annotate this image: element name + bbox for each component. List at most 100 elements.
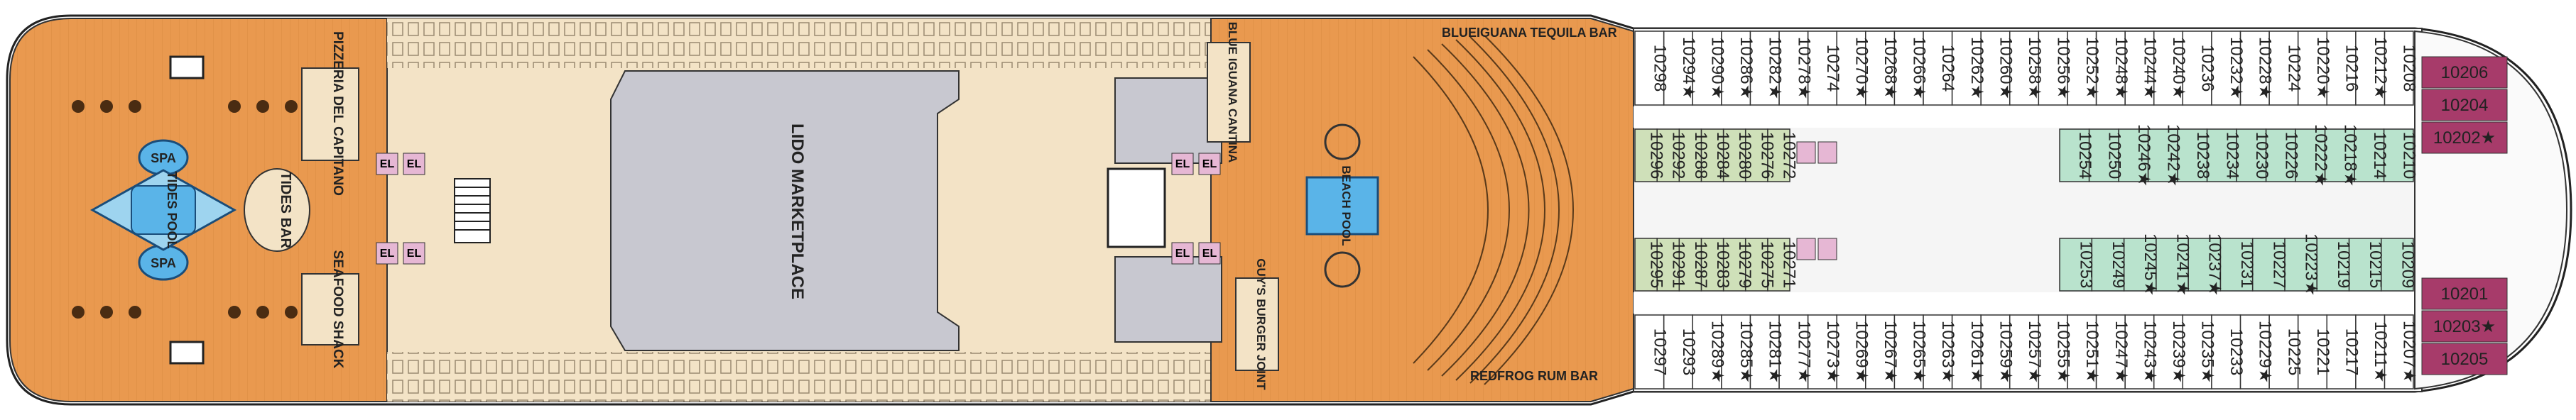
cabin[interactable] bbox=[2316, 238, 2350, 292]
cabin[interactable] bbox=[2118, 128, 2149, 182]
cabin[interactable] bbox=[2038, 31, 2068, 106]
spa-bottom[interactable]: SPA bbox=[138, 244, 189, 281]
cabin[interactable] bbox=[1767, 238, 1790, 292]
cabin[interactable] bbox=[1678, 238, 1702, 292]
cabin[interactable] bbox=[1721, 314, 1751, 389]
cabin[interactable] bbox=[1778, 314, 1809, 389]
cabin[interactable] bbox=[2348, 238, 2382, 292]
cabin-number: 10209 bbox=[2398, 241, 2417, 289]
cabin[interactable] bbox=[1634, 314, 1665, 389]
fwd-elevators[interactable]: EL EL EL EL bbox=[1171, 153, 1221, 265]
cabin[interactable] bbox=[2009, 314, 2040, 389]
cabin[interactable] bbox=[1656, 238, 1680, 292]
pizzeria[interactable]: PIZZERIA DEL CAPITANO bbox=[301, 31, 359, 196]
cabin[interactable] bbox=[2095, 314, 2126, 389]
suite[interactable] bbox=[2421, 277, 2508, 310]
cabin[interactable] bbox=[2297, 31, 2327, 106]
cabin[interactable] bbox=[2038, 314, 2068, 389]
seafood-shack[interactable]: SEAFOOD SHACK bbox=[301, 250, 359, 369]
cabin[interactable] bbox=[1864, 314, 1896, 389]
beach-pool[interactable]: BEACH POOL bbox=[1305, 165, 1379, 246]
spa-top[interactable]: SPA bbox=[138, 139, 189, 176]
cabin[interactable] bbox=[2091, 238, 2125, 292]
cabin[interactable] bbox=[2067, 314, 2097, 389]
cabin[interactable] bbox=[1656, 128, 1680, 182]
cabin[interactable] bbox=[1692, 314, 1722, 389]
cabin[interactable] bbox=[2067, 31, 2097, 106]
aft-elevators[interactable]: EL EL EL EL bbox=[376, 153, 425, 265]
cabin[interactable] bbox=[2384, 31, 2414, 106]
tides-bar[interactable]: TIDES BAR bbox=[244, 168, 310, 252]
cabin[interactable] bbox=[1634, 238, 1658, 292]
cabin[interactable] bbox=[1980, 314, 2011, 389]
cabin-number: 10246★ bbox=[2134, 124, 2153, 187]
cabin[interactable] bbox=[1893, 314, 1924, 389]
cabin[interactable] bbox=[1767, 128, 1790, 182]
cabin[interactable] bbox=[1836, 31, 1866, 106]
cabin[interactable] bbox=[2355, 31, 2386, 106]
cabin[interactable] bbox=[1807, 31, 1837, 106]
tequila-bar[interactable]: BLUEIGUANA TEQUILA BAR bbox=[1442, 26, 1617, 40]
cabin[interactable] bbox=[2211, 31, 2241, 106]
cabin[interactable] bbox=[2297, 314, 2327, 389]
cabin[interactable] bbox=[1678, 128, 1702, 182]
cabin[interactable] bbox=[2088, 128, 2119, 182]
redfrog-rum-bar[interactable]: REDFROG RUM BAR bbox=[1470, 369, 1598, 383]
cabin[interactable] bbox=[2153, 314, 2184, 389]
suite[interactable] bbox=[2421, 343, 2508, 375]
cabin[interactable] bbox=[2380, 238, 2414, 292]
cabin[interactable] bbox=[2206, 128, 2237, 182]
cabin[interactable] bbox=[2124, 314, 2155, 389]
cabin[interactable] bbox=[2265, 128, 2296, 182]
cabin[interactable] bbox=[2059, 238, 2093, 292]
cabin[interactable] bbox=[1923, 314, 1953, 389]
cabin[interactable] bbox=[2124, 31, 2155, 106]
suite[interactable] bbox=[2421, 56, 2508, 89]
blue-iguana-cantina[interactable]: BLUE IGUANA CANTINA bbox=[1207, 22, 1251, 163]
cabin[interactable] bbox=[2188, 238, 2222, 292]
cabin[interactable] bbox=[2239, 314, 2270, 389]
cabin[interactable] bbox=[1721, 31, 1751, 106]
suite[interactable] bbox=[2421, 121, 2508, 154]
cabin[interactable] bbox=[2147, 128, 2178, 182]
cabin[interactable] bbox=[2059, 128, 2090, 182]
cabin[interactable] bbox=[1749, 31, 1780, 106]
cabin[interactable] bbox=[1744, 128, 1768, 182]
cabin-number: 10227 bbox=[2269, 241, 2288, 289]
suite[interactable] bbox=[2421, 310, 2508, 343]
cabin[interactable] bbox=[1634, 31, 1665, 106]
tides-pool[interactable]: TIDES POOL bbox=[89, 169, 237, 251]
cabin-number: 10230 bbox=[2252, 132, 2271, 179]
cabin[interactable] bbox=[1864, 31, 1896, 106]
cabin[interactable] bbox=[2123, 238, 2157, 292]
cabin[interactable] bbox=[2251, 238, 2286, 292]
guys-burger-joint[interactable]: GUY'S BURGER JOINT bbox=[1235, 258, 1279, 390]
cabin[interactable] bbox=[1700, 128, 1724, 182]
cabin[interactable] bbox=[2383, 128, 2414, 182]
cabin[interactable] bbox=[2095, 31, 2126, 106]
cabin[interactable] bbox=[2009, 31, 2040, 106]
suite[interactable] bbox=[2421, 89, 2508, 121]
cabin[interactable] bbox=[2384, 314, 2414, 389]
cabin[interactable] bbox=[2355, 314, 2386, 389]
cabin[interactable] bbox=[1807, 314, 1837, 389]
cabin[interactable] bbox=[1749, 314, 1780, 389]
cabin[interactable] bbox=[2236, 128, 2267, 182]
cabin[interactable] bbox=[1744, 238, 1768, 292]
cabin[interactable] bbox=[1634, 128, 1658, 182]
cabin[interactable] bbox=[1923, 31, 1953, 106]
cabin[interactable] bbox=[2295, 128, 2326, 182]
cabin[interactable] bbox=[2153, 31, 2184, 106]
cabin-number: 10292 bbox=[1669, 132, 1688, 179]
cabin[interactable] bbox=[2284, 238, 2317, 292]
lido-marketplace[interactable]: LIDO MARKETPLACE bbox=[610, 70, 960, 351]
cabin[interactable] bbox=[2268, 314, 2299, 389]
cabin[interactable] bbox=[1980, 31, 2011, 106]
cabin[interactable] bbox=[1951, 314, 1982, 389]
cabin-number: 10225 bbox=[2284, 328, 2303, 376]
cabin[interactable] bbox=[2268, 31, 2299, 106]
cabin[interactable] bbox=[2326, 314, 2357, 389]
cabin[interactable] bbox=[2324, 128, 2355, 182]
cabin[interactable] bbox=[1778, 31, 1809, 106]
